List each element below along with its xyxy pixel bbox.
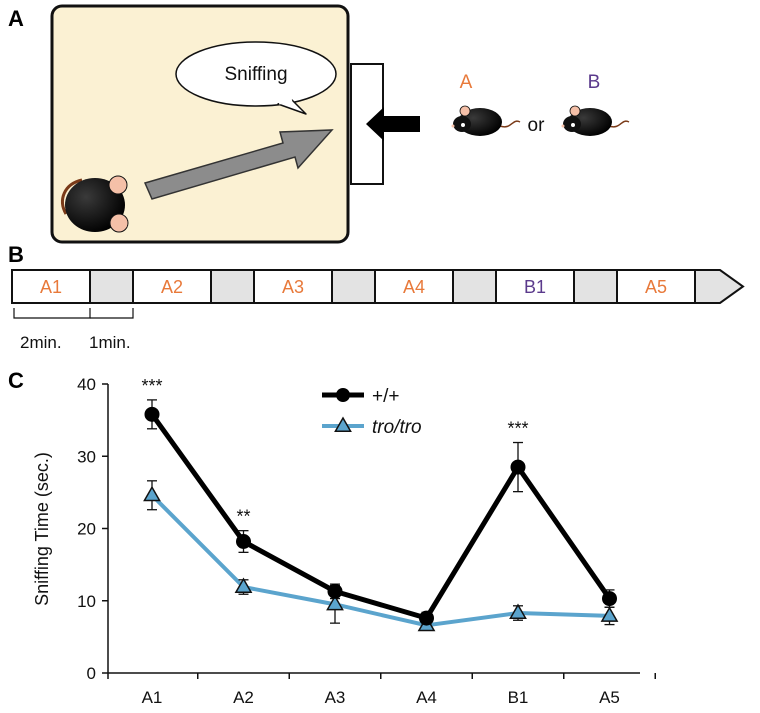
stimulus-mouse-a-icon bbox=[451, 105, 521, 136]
x-tick-label: A3 bbox=[325, 688, 346, 707]
tro-point bbox=[509, 603, 527, 619]
series-line-wildtype bbox=[149, 412, 612, 621]
wildtype-point bbox=[419, 610, 434, 626]
legend-label-tro: tro/tro bbox=[372, 417, 422, 438]
timeline-label: A1 bbox=[40, 277, 62, 297]
y-tick-label: 0 bbox=[87, 664, 96, 683]
timeline-trial-A3 bbox=[253, 269, 333, 304]
timeline-label: A5 bbox=[645, 277, 667, 297]
x-tick-label: A2 bbox=[233, 688, 254, 707]
wildtype-point bbox=[510, 459, 526, 475]
x-tick-label: B1 bbox=[508, 688, 529, 707]
scale-brackets: 2min. 1min. bbox=[13, 308, 134, 352]
panel-label-c: C bbox=[8, 368, 24, 393]
panel-label-a: A bbox=[8, 6, 24, 31]
y-tick-label: 40 bbox=[77, 375, 96, 394]
timeline-label: B1 bbox=[524, 277, 546, 297]
timeline-interval bbox=[331, 269, 376, 304]
timeline-label: A2 bbox=[161, 277, 183, 297]
timeline: A1 A2 A3 A4 B1 A5 bbox=[11, 269, 745, 304]
scale-trial-label: 2min. bbox=[20, 333, 62, 352]
timeline-interval bbox=[452, 269, 497, 304]
significance-mark: *** bbox=[507, 419, 528, 439]
timeline-trial-A5 bbox=[616, 269, 696, 304]
timeline-trial-A1 bbox=[11, 269, 91, 304]
legend-marker-wildtype bbox=[336, 388, 350, 402]
significance-mark: ** bbox=[236, 507, 250, 527]
tro-point bbox=[234, 577, 253, 593]
x-tick-label: A5 bbox=[599, 688, 620, 707]
tro-point bbox=[143, 485, 161, 502]
timeline-interval bbox=[89, 269, 134, 304]
significance-mark: *** bbox=[141, 376, 162, 396]
bubble-text: Sniffing bbox=[224, 64, 287, 85]
y-tick-label: 10 bbox=[77, 592, 96, 611]
entry-arrow bbox=[366, 107, 420, 141]
timeline-trial-B1 bbox=[495, 269, 575, 304]
wildtype-point bbox=[236, 534, 251, 550]
test-mouse-icon bbox=[61, 175, 129, 233]
stimulus-a-label: A bbox=[460, 72, 473, 93]
sniff-direction-arrow bbox=[143, 129, 334, 200]
timeline-arrow-head bbox=[694, 269, 745, 304]
wildtype-point bbox=[144, 406, 160, 422]
timeline-label: A4 bbox=[403, 277, 425, 297]
panel-label-b: B bbox=[8, 242, 24, 267]
series-line-tro bbox=[150, 493, 610, 628]
legend-label-wildtype: +/+ bbox=[372, 386, 399, 407]
legend-marker-tro bbox=[334, 416, 352, 432]
or-text: or bbox=[528, 115, 546, 136]
timeline-trial-A4 bbox=[374, 269, 454, 304]
x-tick-label: A4 bbox=[416, 688, 437, 707]
legend: +/+ tro/tro bbox=[322, 386, 422, 438]
tro-point bbox=[326, 594, 344, 611]
y-tick-label: 30 bbox=[77, 447, 96, 466]
tro-point bbox=[600, 606, 619, 622]
timeline-interval bbox=[573, 269, 618, 304]
wildtype-point bbox=[602, 591, 617, 607]
x-tick-label: A1 bbox=[142, 688, 163, 707]
stimulus-mouse-b-icon bbox=[561, 105, 630, 136]
y-axis-label: Sniffing Time (sec.) bbox=[32, 452, 52, 606]
timeline-interval bbox=[210, 269, 255, 304]
stimulus-b-label: B bbox=[588, 72, 601, 93]
y-tick-label: 20 bbox=[77, 520, 96, 539]
wildtype-point bbox=[327, 583, 343, 599]
timeline-label: A3 bbox=[282, 277, 304, 297]
scale-interval-label: 1min. bbox=[89, 333, 131, 352]
speech-bubble: Sniffing bbox=[175, 41, 337, 115]
